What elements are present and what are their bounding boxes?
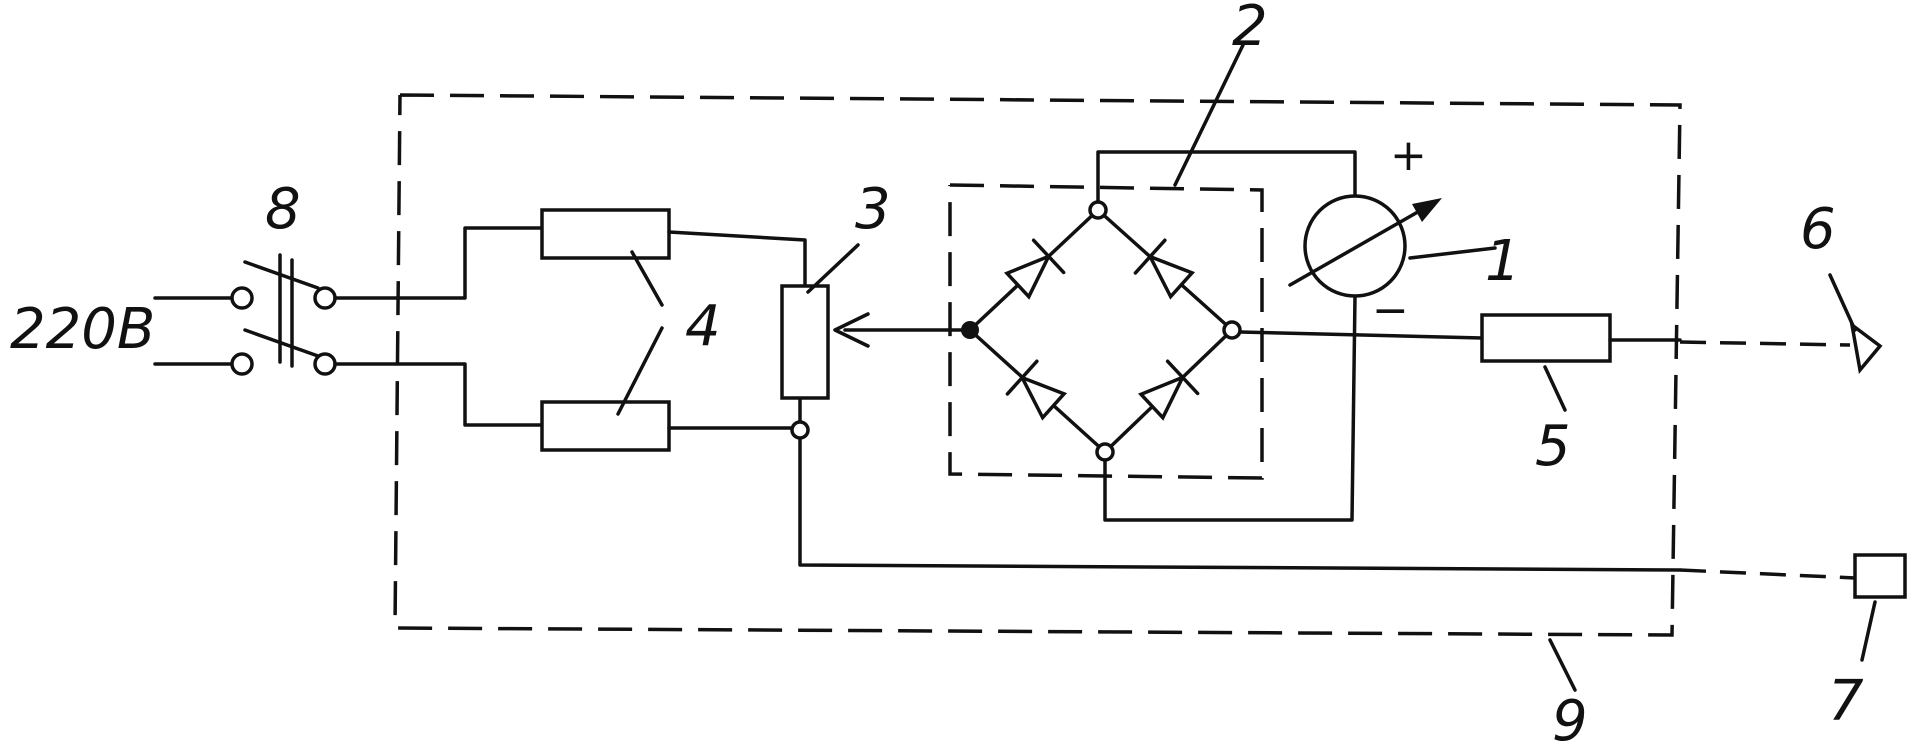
probe-lead-external — [1679, 340, 1851, 347]
ground-lead — [798, 436, 1682, 572]
potentiometer-wiper — [833, 312, 972, 348]
label-meter: 1 — [1485, 229, 1521, 294]
diode-upper-left — [1003, 238, 1066, 300]
meter — [1288, 194, 1442, 298]
resistor-bottom — [540, 400, 671, 452]
bridge-node-right — [1222, 320, 1242, 340]
label-housing: 9 — [1552, 689, 1588, 751]
label-ground-clamp: 7 — [1828, 669, 1864, 734]
series-resistor — [1480, 313, 1612, 363]
ground-clamp — [1853, 553, 1907, 599]
label-potentiometer: 3 — [855, 177, 891, 242]
bridge-node-left — [961, 321, 979, 339]
meter-plus-sign: + — [1390, 130, 1427, 181]
bridge-node-bottom — [1095, 442, 1115, 462]
output-wiring — [1238, 330, 1484, 340]
leader-lines — [616, 43, 1877, 692]
bridge-node-top — [1088, 200, 1108, 220]
switch — [230, 253, 337, 376]
resistor-top — [540, 208, 671, 260]
label-switch: 8 — [265, 177, 301, 242]
label-rectifier-bridge: 2 — [1232, 0, 1268, 59]
bridge-enclosure — [948, 183, 1264, 480]
label-resistors: 4 — [685, 294, 721, 359]
housing-enclosure — [393, 93, 1682, 637]
potentiometer-node — [790, 420, 810, 440]
ground-lead-external — [1679, 568, 1856, 580]
meter-minus-sign: − — [1372, 285, 1409, 336]
probe — [1849, 320, 1883, 375]
diode-lower-right — [1137, 359, 1200, 421]
diode-upper-right — [1133, 238, 1196, 300]
input-wiring — [333, 226, 544, 427]
label-probe: 6 — [1800, 197, 1836, 262]
label-supply-voltage: 220В — [10, 297, 155, 362]
label-series-resistor: 5 — [1535, 414, 1571, 479]
diode-lower-left — [1005, 359, 1068, 421]
supply-leads — [153, 296, 232, 366]
potentiometer — [780, 284, 830, 400]
rectifier-bridge — [961, 200, 1242, 462]
meter-wiring — [1096, 150, 1357, 522]
